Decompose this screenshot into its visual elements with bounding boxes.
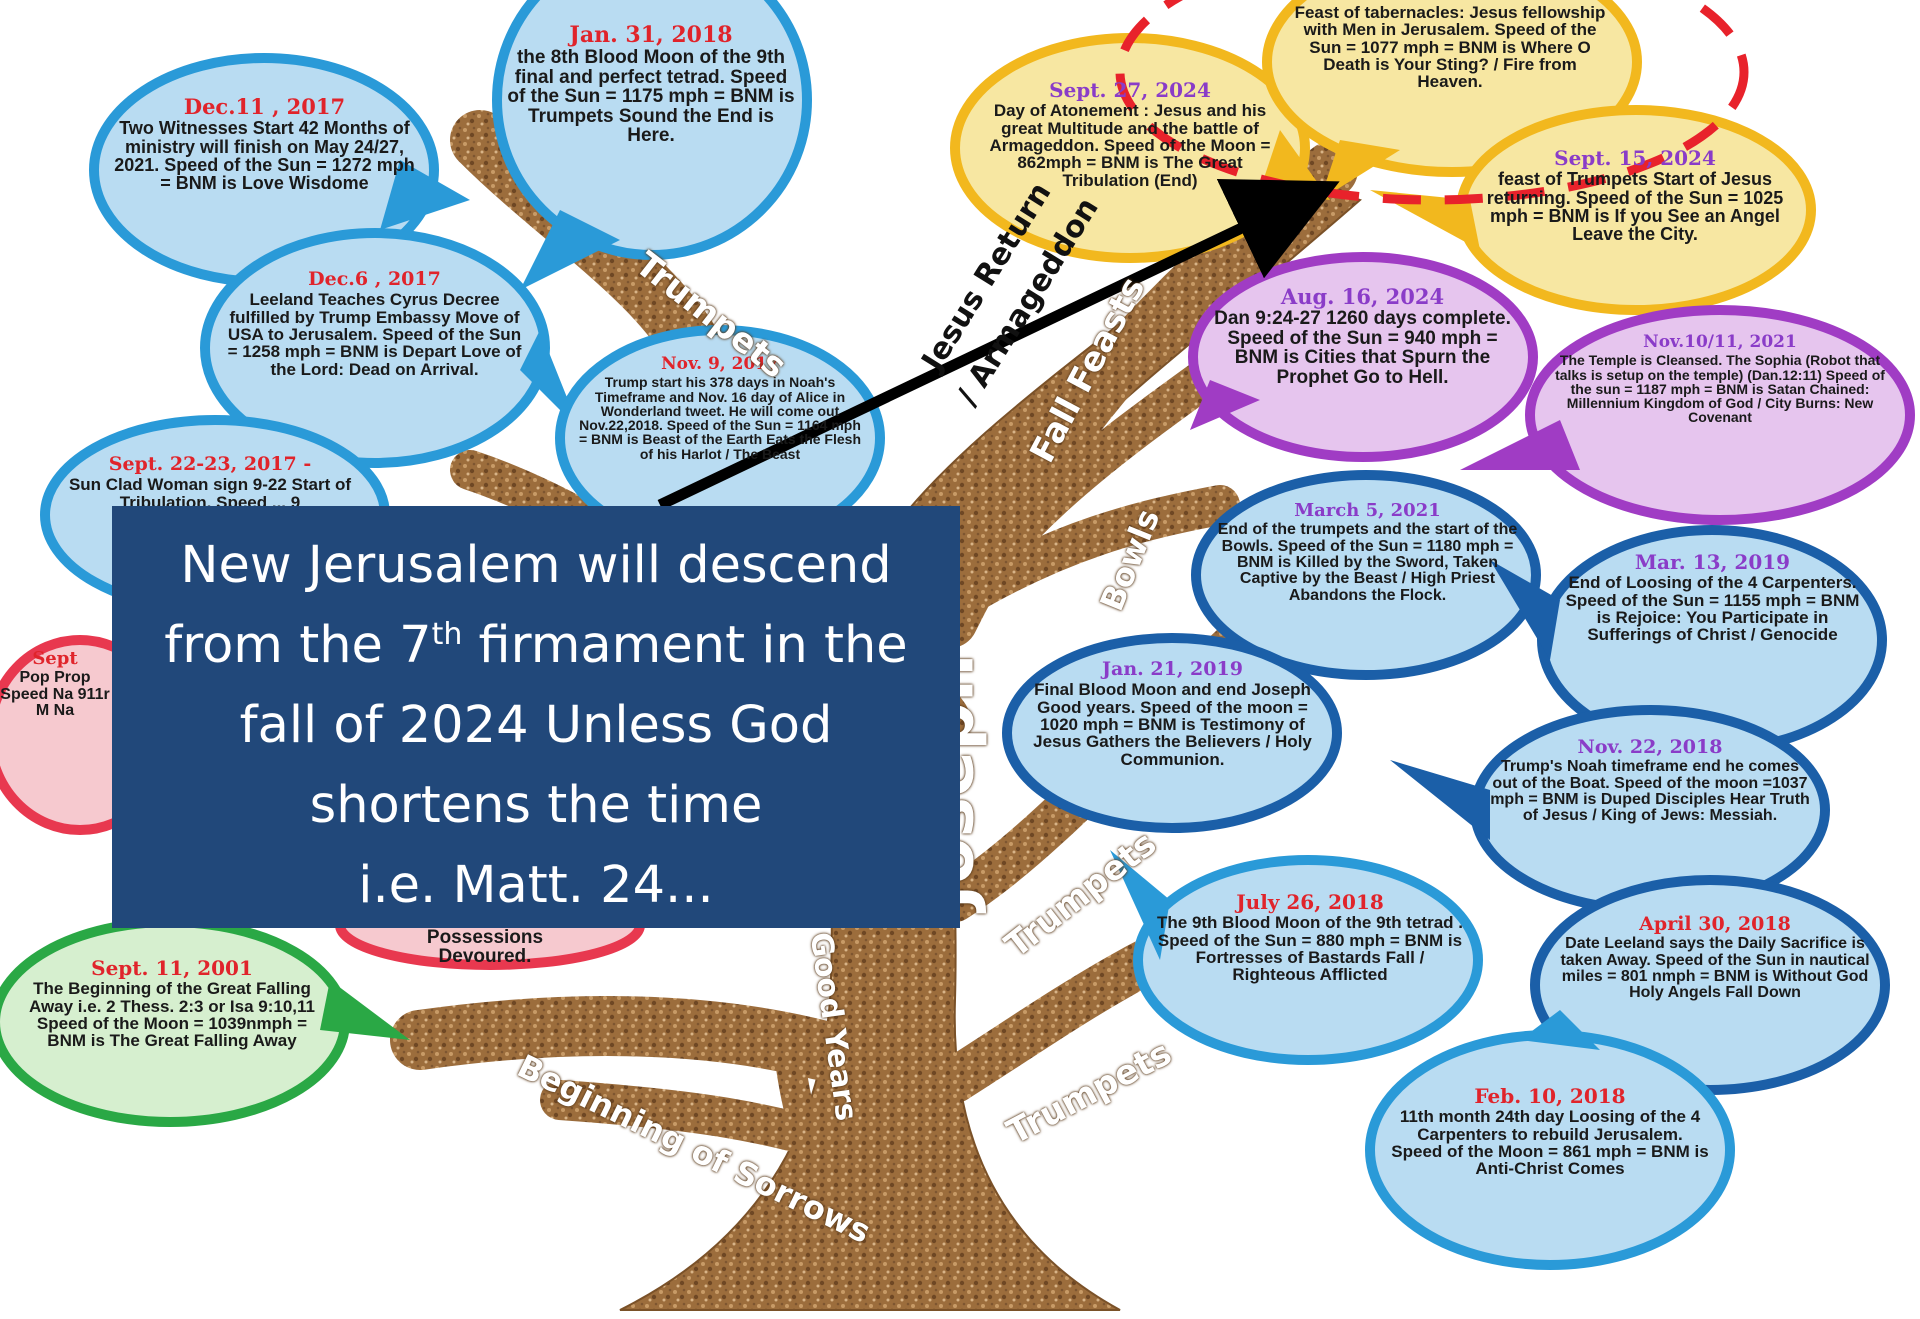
bubble-date: Nov. 9, 2017 xyxy=(661,354,779,374)
bubble-mar13-2019: Mar. 13, 2019 End of Loosing of the 4 Ca… xyxy=(1560,552,1865,644)
bubble-sept15-2024: Sept. 15, 2024 feast of Trumpets Start o… xyxy=(1480,148,1790,244)
bubble-date: Nov. 22, 2018 xyxy=(1577,736,1723,758)
pointer-arrow xyxy=(657,178,1340,510)
callout-superscript: th xyxy=(431,617,463,652)
bubble-text: feast of Trumpets Start of Jesus returni… xyxy=(1486,169,1784,245)
bubble-text: Dan 9:24-27 1260 days complete. Speed of… xyxy=(1214,308,1511,388)
bubble-feb10-2018: Feb. 10, 2018 11th month 24th day Loosin… xyxy=(1390,1086,1710,1178)
bubble-date: Sept. 11, 2001 xyxy=(91,956,253,980)
bubble-july26-2018: July 26, 2018 The 9th Blood Moon of the … xyxy=(1155,892,1465,984)
bubble-tabernacles: Feast of tabernacles: Jesus fellowship w… xyxy=(1290,4,1610,91)
bubble-date: Jan. 31, 2018 xyxy=(569,22,733,48)
callout-line-part: from the 7 xyxy=(164,616,432,675)
bubble-date: Aug. 16, 2024 xyxy=(1280,284,1445,309)
bubble-sept22-2017: Sept. 22-23, 2017 - Sun Clad Woman sign … xyxy=(60,453,360,511)
highlight-dashed-circle xyxy=(1115,0,1749,205)
bubble-text: Two Witnesses Start 42 Months of ministr… xyxy=(114,118,415,194)
bubble-date: Feb. 10, 2018 xyxy=(1474,1084,1626,1108)
bubble-date: Mar. 13, 2019 xyxy=(1634,550,1791,574)
bubble-text: Pop Prop Speed Na 911r M Na xyxy=(0,669,110,719)
callout-line: i.e. Matt. 24... xyxy=(358,856,714,915)
bubble-date: Nov.10/11, 2021 xyxy=(1643,332,1797,352)
bubble-date: Sept xyxy=(32,648,78,669)
bubble-jan21-2019: Jan. 21, 2019 Final Blood Moon and end J… xyxy=(1020,658,1325,769)
bubble-date: Sept. 27, 2024 xyxy=(1049,78,1211,102)
bubble-shapes xyxy=(0,0,1915,1270)
callout-line: fall of 2024 Unless God xyxy=(239,696,833,755)
bubble-date: Sept. 22-23, 2017 - xyxy=(108,453,312,475)
bubble-dec11-2017: Dec.11 , 2017 Two Witnesses Start 42 Mon… xyxy=(112,96,417,193)
bubble-text: the 8th Blood Moon of the 9th final and … xyxy=(507,47,795,146)
callout-line: shortens the time xyxy=(309,776,763,835)
bubble-text: Trump's Noah timeframe end he comes out … xyxy=(1490,758,1810,825)
bubble-text: End of the trumpets and the start of the… xyxy=(1217,521,1518,604)
bubble-text: Trump start his 378 days in Noah's Timef… xyxy=(578,374,861,462)
bubble-sept11-2001: Sept. 11, 2001 The Beginning of the Grea… xyxy=(22,958,322,1050)
bubble-date: April 30, 2018 xyxy=(1639,913,1791,935)
bubble-possessions: Possessions Devoured. xyxy=(380,928,590,967)
bubble-aug16-2024: Aug. 16, 2024 Dan 9:24-27 1260 days comp… xyxy=(1210,286,1515,387)
bubble-date: March 5, 2021 xyxy=(1294,500,1441,521)
callout-line: New Jerusalem will descend xyxy=(180,536,892,595)
bubble-text: Day of Atonement : Jesus and his great M… xyxy=(989,101,1271,190)
bubble-text: The Beginning of the Great Falling Away … xyxy=(28,979,316,1051)
bubble-date: Dec.11 , 2017 xyxy=(183,94,346,119)
bubble-text: Final Blood Moon and end Joseph Good yea… xyxy=(1033,680,1312,769)
bubble-date: Dec.6 , 2017 xyxy=(308,268,441,290)
bubble-text: Date Leeland says the Daily Sacrifice is… xyxy=(1560,935,1870,1002)
bubble-text: The Temple is Cleansed. The Sophia (Robo… xyxy=(1555,352,1885,426)
bubble-march5-2021: March 5, 2021 End of the trumpets and th… xyxy=(1215,500,1520,604)
bubble-text: Feast of tabernacles: Jesus fellowship w… xyxy=(1294,3,1606,92)
bubble-jan31-2018: Jan. 31, 2018 the 8th Blood Moon of the … xyxy=(505,22,797,146)
bubble-april30-2018: April 30, 2018 Date Leeland says the Dai… xyxy=(1555,913,1875,1002)
bubble-text: 11th month 24th day Loosing of the 4 Car… xyxy=(1391,1107,1709,1179)
bubble-text: The 9th Blood Moon of the 9th tetrad . S… xyxy=(1157,913,1463,985)
callout-box: New Jerusalem will descend from the 7th … xyxy=(112,506,960,928)
bubble-text: Leeland Teaches Cyrus Decree fulfilled b… xyxy=(227,290,522,379)
callout-line: from the 7th firmament in the xyxy=(112,606,960,686)
bubble-sept-left: Sept Pop Prop Speed Na 911r M Na xyxy=(0,648,110,719)
bubble-sept27-2024: Sept. 27, 2024 Day of Atonement : Jesus … xyxy=(975,80,1285,189)
bubble-text: Possessions Devoured. xyxy=(426,927,544,968)
bubble-date: Sept. 15, 2024 xyxy=(1554,146,1716,170)
callout-line-part: firmament in the xyxy=(462,616,908,675)
bubble-dec6-2017: Dec.6 , 2017 Leeland Teaches Cyrus Decre… xyxy=(222,268,527,379)
bubble-text: End of Loosing of the 4 Carpenters. Spee… xyxy=(1565,573,1860,645)
bubble-date: Jan. 21, 2019 xyxy=(1102,658,1243,680)
bubble-nov9-2017: Nov. 9, 2017 Trump start his 378 days in… xyxy=(575,354,865,462)
bubble-date: July 26, 2018 xyxy=(1236,890,1384,914)
bubble-nov22-2018: Nov. 22, 2018 Trump's Noah timeframe end… xyxy=(1490,736,1810,825)
bubble-nov10-2021: Nov.10/11, 2021 The Temple is Cleansed. … xyxy=(1550,332,1890,426)
